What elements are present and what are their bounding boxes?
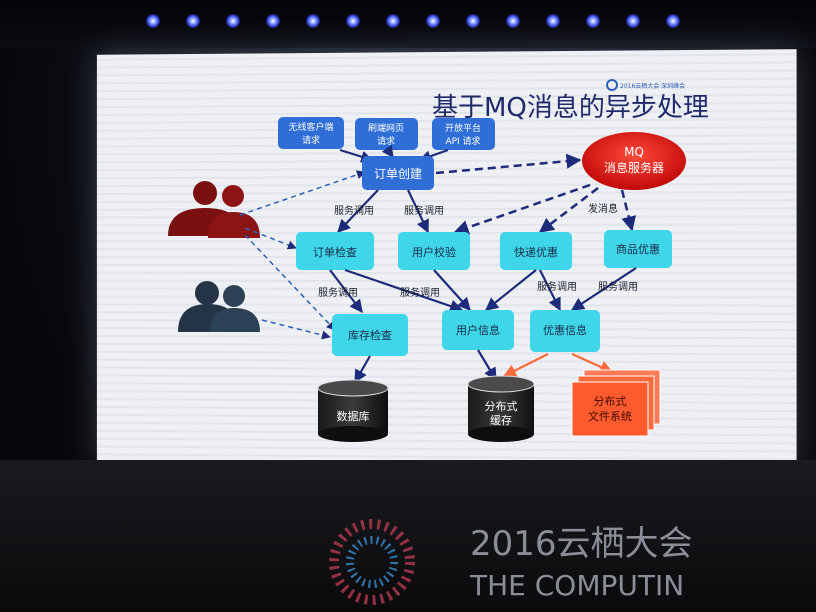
order-check-label: 订单检查 [313, 245, 357, 259]
web-request-box: 刷端网页 请求 [355, 118, 418, 150]
open-api-request-box: 开放平台 API 请求 [432, 118, 495, 150]
order-check-box: 订单检查 [296, 232, 374, 270]
stage-light [306, 14, 320, 28]
user-info-label: 用户信息 [456, 323, 500, 337]
backdrop-line-2: THE COMPUTIN [469, 569, 684, 602]
logo-text: 2016云栖大会·深圳峰会 [620, 82, 685, 90]
promo-info-label: 优惠信息 [543, 323, 587, 337]
promo-info-box: 优惠信息 [530, 310, 600, 352]
cache-line-2: 缓存 [490, 413, 512, 427]
web-line-1: 刷端网页 [368, 122, 404, 134]
customer-dashed-links [239, 170, 366, 340]
edge-label-message: 发消息 [588, 202, 618, 215]
edge-label-service-4: 服务调用 [400, 286, 440, 299]
edge-label-service-1: 服务调用 [334, 204, 374, 217]
goods-promo-label: 商品优惠 [616, 242, 660, 256]
slide-logo: 2016云栖大会·深圳峰会 [606, 79, 685, 91]
stage-light [226, 14, 240, 28]
wireless-request-box: 无线客户端 请求 [278, 117, 344, 149]
stage-light [386, 14, 400, 28]
stage-light [266, 14, 280, 28]
database-label: 数据库 [337, 409, 370, 423]
mq-line-1: MQ [624, 145, 644, 159]
event-backdrop-logo [329, 519, 415, 605]
goods-promo-box: 商品优惠 [604, 230, 672, 268]
wireless-line-2: 请求 [302, 134, 320, 146]
lighting-truss [0, 0, 816, 48]
edge-label-service-6: 服务调用 [598, 280, 638, 293]
stage-floor [0, 460, 816, 612]
cache-line-1: 分布式 [485, 400, 518, 413]
order-create-box: 订单创建 [362, 156, 434, 190]
stage-light [506, 14, 520, 28]
stage-light [546, 14, 560, 28]
database-cylinder: 数据库 [317, 379, 389, 442]
mq-server-ellipse: MQ 消息服务器 [582, 132, 686, 190]
file-system-stack: 分布式 文件系统 [571, 369, 661, 437]
customer-group-icon [168, 181, 260, 238]
stage-light [466, 14, 480, 28]
storage-arrows [354, 349, 497, 384]
orange-arrows [502, 352, 614, 377]
cache-cylinder: 分布式 缓存 [467, 375, 535, 442]
quick-promo-box: 快递优惠 [500, 232, 572, 270]
wireless-line-1: 无线客户端 [288, 121, 333, 133]
service-arrows-bottom [329, 267, 637, 314]
stock-check-box: 库存检查 [332, 314, 408, 356]
web-line-2: 请求 [377, 135, 395, 147]
stage-light [626, 14, 640, 28]
user-verify-box: 用户校验 [398, 232, 470, 270]
stage-light [586, 14, 600, 28]
fs-line-1: 分布式 [594, 395, 627, 408]
service-arrows-top [337, 189, 429, 234]
stage-light [666, 14, 680, 28]
fs-line-2: 文件系统 [588, 409, 632, 423]
mq-dashed-flows [435, 153, 637, 235]
api-line-1: 开放平台 [445, 122, 481, 134]
mq-line-2: 消息服务器 [604, 160, 664, 175]
stage-light [186, 14, 200, 28]
edge-label-service-5: 服务调用 [537, 280, 577, 293]
stage-light [346, 14, 360, 28]
edge-label-service-2: 服务调用 [404, 204, 444, 217]
stage-light [426, 14, 440, 28]
stock-check-label: 库存检查 [348, 328, 392, 342]
edge-label-service-3: 服务调用 [318, 286, 358, 299]
order-create-label: 订单创建 [374, 167, 422, 181]
backdrop-line-1: 2016云栖大会 [470, 524, 693, 564]
api-line-2: API 请求 [445, 135, 480, 147]
user-info-box: 用户信息 [442, 310, 514, 350]
staff-group-icon [178, 281, 260, 332]
stage-light [146, 14, 160, 28]
user-verify-label: 用户校验 [412, 245, 456, 259]
quick-promo-label: 快递优惠 [514, 245, 558, 259]
